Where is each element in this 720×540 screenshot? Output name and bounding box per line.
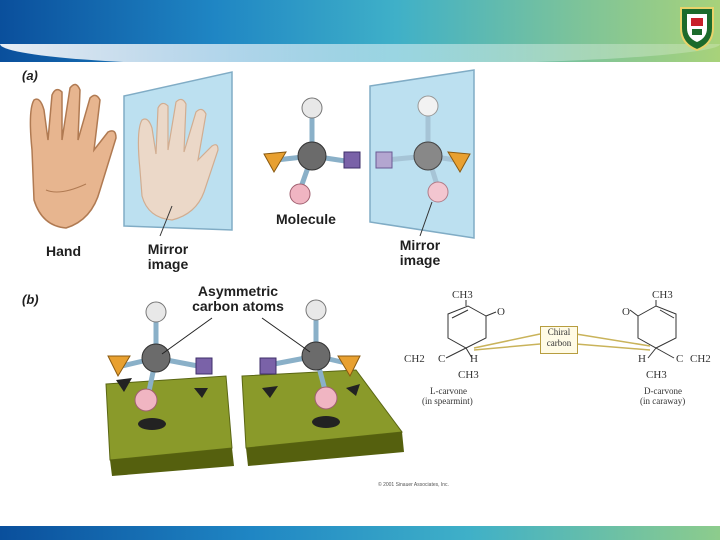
hand-label: Hand <box>46 244 81 259</box>
panel-b-label: (b) <box>22 292 39 307</box>
left-mirror <box>124 72 232 230</box>
mirror-image2-line1: Mirror <box>392 238 448 253</box>
copyright-text: © 2001 Sinauer Associates, Inc. <box>378 482 449 488</box>
l-carvone-h: H <box>470 354 478 365</box>
d-carvone-source: (in caraway) <box>640 396 685 407</box>
asymmetric-line2: carbon atoms <box>186 299 290 314</box>
footer-band <box>0 526 720 540</box>
d-carvone-ch2: CH2 <box>690 354 711 365</box>
mirror-image-label: Mirror image <box>138 242 198 272</box>
l-carvone-oxygen: O <box>497 307 505 318</box>
l-carvone-ch3-bottom: CH3 <box>458 370 479 381</box>
mirror-image2-line2: image <box>392 253 448 268</box>
mirror-image-line2: image <box>138 257 198 272</box>
asymmetric-carbon-label: Asymmetric carbon atoms <box>186 284 290 314</box>
molecule-label: Molecule <box>276 212 336 227</box>
chiral-line2: carbon <box>541 338 577 349</box>
l-carvone-ch2: CH2 <box>404 354 425 365</box>
chiral-line1: Chiral <box>541 327 577 338</box>
mirror-image-line1: Mirror <box>138 242 198 257</box>
asymmetric-line1: Asymmetric <box>186 284 290 299</box>
d-carvone-c: C <box>676 354 683 365</box>
mirror-image2-label: Mirror image <box>392 238 448 268</box>
l-carvone-c: C <box>438 354 445 365</box>
panel-a-label: (a) <box>22 68 38 83</box>
d-carvone-oxygen: O <box>622 307 630 318</box>
l-carvone-source: (in spearmint) <box>422 396 473 407</box>
d-carvone-h: H <box>638 354 646 365</box>
chiral-carbon-box: Chiral carbon <box>540 326 578 354</box>
d-carvone-ch3-bottom: CH3 <box>646 370 667 381</box>
d-carvone-ch3-top: CH3 <box>652 290 673 301</box>
l-carvone-ch3-top: CH3 <box>452 290 473 301</box>
